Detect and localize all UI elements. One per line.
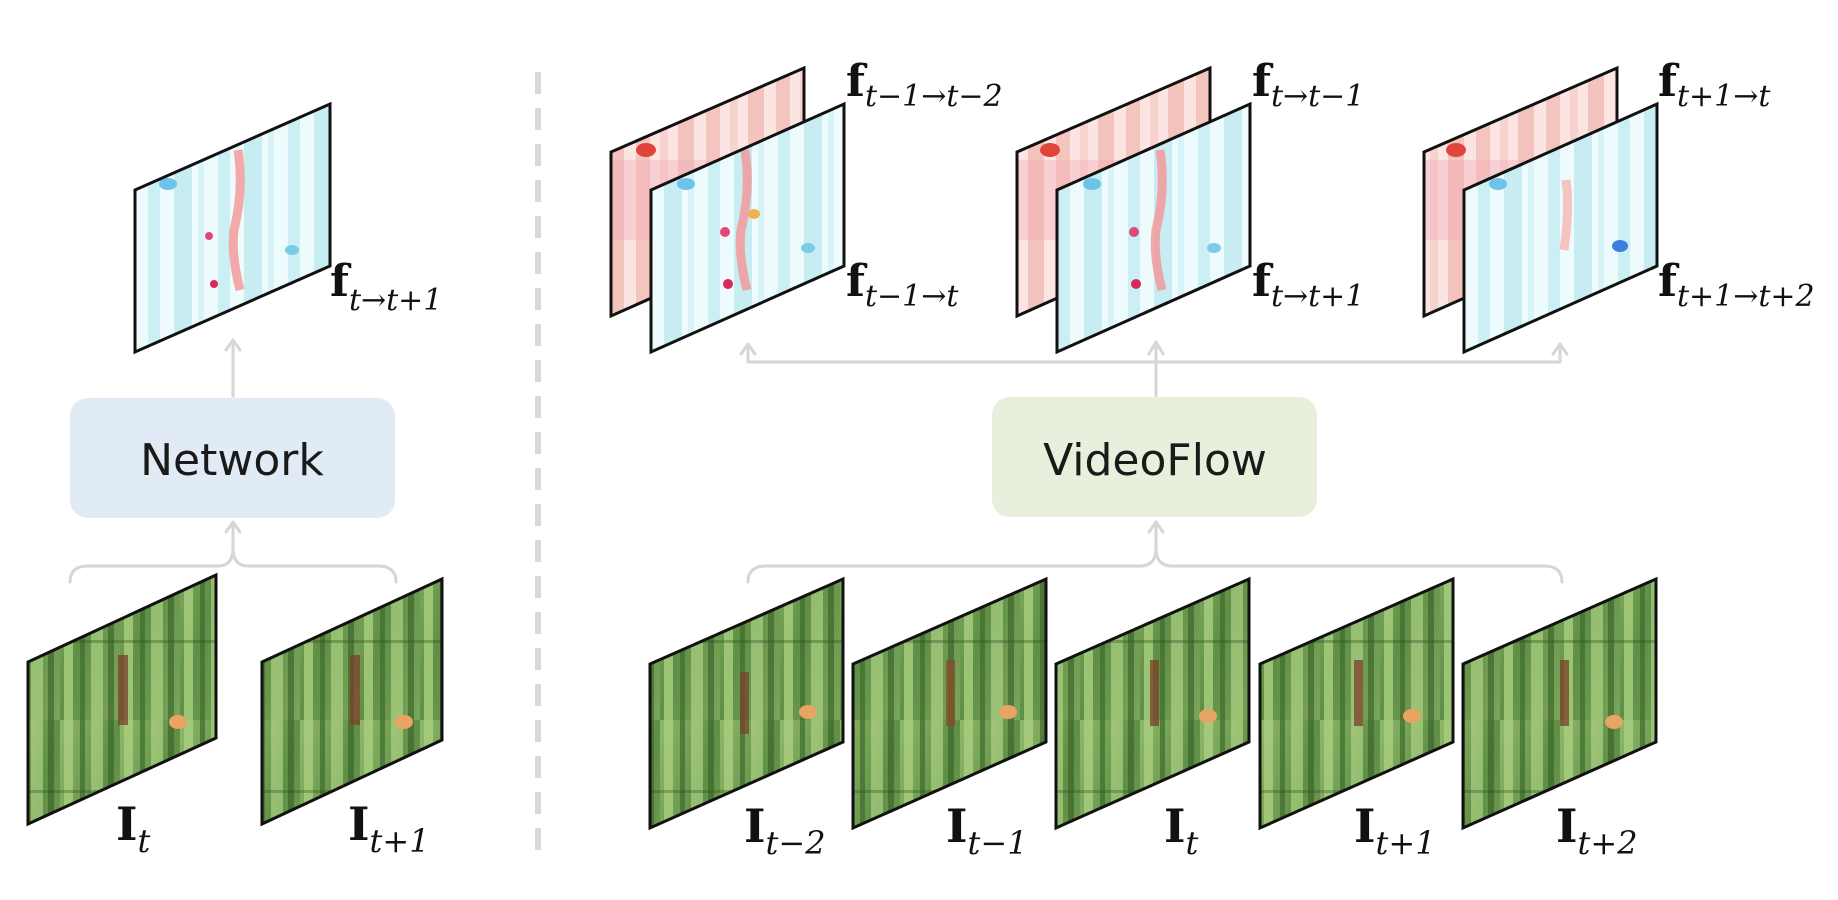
left-input-brace [68, 546, 398, 584]
flow-pair-1-back-label: ft→t−1 [1252, 56, 1364, 114]
videoflow-box [992, 397, 1317, 517]
right-input-frame-2 [1054, 576, 1251, 831]
right-brace-arrowhead [1147, 520, 1165, 534]
flow-pair-1-front-label: ft→t+1 [1252, 256, 1364, 314]
left-input-frame-0 [26, 572, 218, 827]
right-input-label-0: It−2 [744, 799, 826, 862]
output-arrowhead-0 [739, 342, 757, 356]
flow-pair-0-front-frame [649, 101, 846, 355]
right-panel: ft−1→t−2 ft−1→t ft→t−1 ft→t+1 ft+1→t ft+… [609, 56, 1815, 862]
network-box [70, 398, 395, 518]
flow-pair-0 [609, 65, 846, 355]
right-input-brace [746, 546, 1564, 584]
left-up-arrowhead [224, 338, 242, 352]
left-panel: ft→t+1 Network It It+1 [26, 101, 444, 860]
network-box-label: Network [140, 435, 324, 486]
left-output-label: ft→t+1 [330, 256, 442, 318]
output-arrowhead-1 [1147, 340, 1165, 366]
left-output-label-sub: t→t+1 [349, 283, 442, 318]
flow-pair-1-front-frame [1055, 101, 1252, 355]
left-output-flow-frame [133, 101, 332, 355]
flow-pair-2-front-frame [1462, 101, 1659, 355]
left-brace-arrowhead [224, 520, 242, 534]
flow-pair-2-front-label: ft+1→t+2 [1658, 256, 1815, 314]
left-output-label-base: f [330, 256, 352, 307]
flow-pair-2-back-label: ft+1→t [1658, 56, 1771, 114]
right-input-frame-0 [648, 576, 845, 831]
right-input-frame-1 [851, 576, 1048, 831]
left-input-label-1: It+1 [348, 797, 430, 860]
flow-pair-0-front-label: ft−1→t [846, 256, 959, 314]
right-input-label-2: It [1164, 799, 1199, 862]
flow-pair-1 [1015, 65, 1252, 355]
right-input-frame-3 [1258, 576, 1455, 831]
output-arrowhead-2 [1551, 342, 1569, 356]
flow-pair-0-back-label: ft−1→t−2 [846, 56, 1003, 114]
left-input-frame-1 [260, 576, 444, 827]
svg-text:ft→t+1: ft→t+1 [330, 256, 442, 318]
right-input-label-3: It+1 [1354, 799, 1436, 862]
videoflow-box-label: VideoFlow [1043, 435, 1267, 486]
flow-pair-2 [1422, 65, 1659, 355]
right-input-label-1: It−1 [946, 799, 1028, 862]
right-input-label-4: It+2 [1556, 799, 1638, 862]
right-input-frame-4 [1461, 576, 1658, 831]
videoflow-output-connector [746, 342, 1562, 398]
left-input-label-0: It [116, 797, 151, 860]
